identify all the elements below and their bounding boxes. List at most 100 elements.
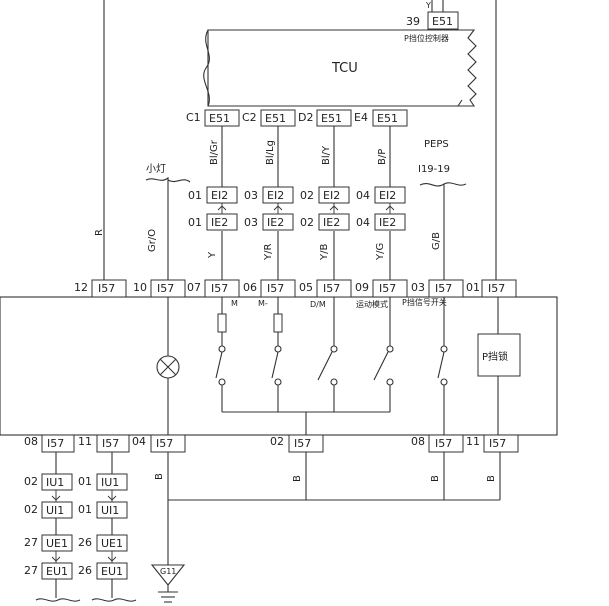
chain-conn: IU1 (46, 476, 64, 489)
wire-label: R (94, 229, 105, 236)
module-pin-box (483, 434, 519, 453)
inline-conn: IE2 (211, 216, 228, 229)
switch-label: M (231, 299, 238, 308)
tcu-module: TCU 39 E51 P挡位控制器 Y (203, 0, 477, 107)
wire-label: Y/R (263, 244, 274, 261)
tcu-pin-conn: E51 (377, 112, 398, 125)
connector-chain-left: 02 IU1 02 UI1 27 UE1 27 EU1 (24, 452, 81, 602)
module-internal-circuit: P挡锁 (156, 297, 521, 435)
switch-label: D/M (310, 300, 326, 309)
wire-label: G/B (431, 232, 442, 250)
inline-conn-box (262, 213, 294, 231)
module-pin-conn: I57 (102, 437, 119, 450)
module-pin-num: 02 (270, 435, 284, 448)
module-pin-conn: I57 (488, 282, 505, 295)
module-pin-conn: I57 (489, 437, 506, 450)
inline-pin: 04 (356, 189, 370, 202)
module-pin-num: 05 (299, 281, 313, 294)
upper-wire-labels: Bl/Gr Bl/Lg Bl/Y B/P (209, 139, 388, 165)
chain-conn: IU1 (101, 476, 119, 489)
inline-pin: 01 (188, 216, 202, 229)
connector-chain-right: 01 IU1 01 UI1 26 UE1 26 EU1 (78, 452, 137, 602)
tcu-top-wire-mark: Y (425, 1, 431, 10)
module-pin-conn: I57 (435, 282, 452, 295)
chain-pin: 01 (78, 475, 92, 488)
inline-conn: IE2 (379, 216, 396, 229)
module-pin-conn: I57 (211, 282, 228, 295)
wire-label: Y (207, 251, 218, 259)
tcu-pin-num: C2 (242, 111, 257, 124)
p-lock-box (477, 333, 521, 377)
module-pin-num: 03 (411, 281, 425, 294)
inline-pin: 02 (300, 216, 314, 229)
tcu-label: TCU (331, 61, 358, 76)
inline-conn-box (206, 213, 238, 231)
tcu-top-conn: E51 (432, 15, 453, 28)
inline-conn: EI2 (267, 189, 284, 202)
switch-label: M- (258, 299, 268, 308)
module-pin-num: 04 (132, 435, 146, 448)
chain-conn: UE1 (46, 537, 68, 550)
wire-label: Bl/Gr (209, 139, 220, 165)
inline-conn: EI2 (379, 189, 396, 202)
ground-icon (150, 564, 186, 586)
inline-pin: 02 (300, 189, 314, 202)
module-pin-box (91, 279, 127, 298)
signal-wires (221, 126, 391, 280)
wire-label: Bl/Lg (265, 140, 276, 165)
ground-label: G11 (160, 567, 176, 576)
inline-pin: 04 (356, 216, 370, 229)
module-pin-num: 12 (74, 281, 88, 294)
module-bottom-pins: 08 I57 11 I57 04 I57 02 I57 08 I57 11 I5… (24, 434, 519, 453)
switch-label: 运动模式 (356, 299, 388, 309)
chain-pin: 26 (78, 564, 92, 577)
ground-wiring: B B B B G11 (150, 452, 501, 603)
tcu-pins: C1 E51 C2 E51 D2 E51 E4 E51 (186, 109, 408, 127)
inline-conn: IE2 (267, 216, 284, 229)
module-top-pins: 12 I57 10 I57 07 I57 06 I57 05 I57 09 I5… (74, 279, 517, 298)
tcu-top-connector (427, 11, 459, 30)
inline-conn: EI2 (323, 189, 340, 202)
module-pin-conn: I57 (323, 282, 340, 295)
peps-sub-label: I19-19 (418, 164, 450, 175)
wire-label: Y/G (375, 243, 386, 261)
chain-conn: EU1 (46, 565, 68, 578)
module-pin-box (41, 434, 75, 453)
lower-wire-labels: R Gr/O Y Y/R Y/B Y/G G/B (94, 229, 442, 261)
switch-labels: M M- D/M 运动模式 P挡信号开关 (231, 297, 447, 309)
inline-pin: 01 (188, 189, 202, 202)
inline-pin: 03 (244, 216, 258, 229)
module-pin-num: 09 (355, 281, 369, 294)
inline-connectors: 01 EI2 01 IE2 03 EI2 03 IE2 02 EI2 02 IE… (188, 186, 406, 231)
chain-pin: 02 (24, 475, 38, 488)
ground-wire-label: B (486, 475, 497, 482)
tcu-top-pin: 39 (406, 15, 420, 28)
ground-wire-label: B (292, 475, 303, 482)
chain-conn: UE1 (101, 537, 123, 550)
module-pin-box (481, 279, 517, 298)
ground-wire-label: B (154, 473, 165, 480)
tcu-pin-conn: E51 (265, 112, 286, 125)
inline-conn: IE2 (323, 216, 340, 229)
inline-conn-box (318, 213, 350, 231)
chain-conn: EU1 (101, 565, 123, 578)
chain-conn-box (41, 562, 73, 580)
module-pin-conn: I57 (379, 282, 396, 295)
chain-conn-box (41, 501, 73, 519)
module-pin-num: 08 (411, 435, 425, 448)
chain-conn-box (41, 534, 73, 552)
chain-conn-box (41, 473, 73, 491)
switch-label: P挡信号开关 (402, 297, 447, 307)
tcu-top-note: P挡位控制器 (404, 33, 449, 43)
module-pin-conn: I57 (47, 437, 64, 450)
tcu-pin-num: E4 (354, 111, 368, 124)
chain-pin: 27 (24, 536, 38, 549)
module-pin-conn: I57 (98, 282, 115, 295)
wire-label: B/P (377, 149, 388, 165)
chain-pin: 01 (78, 503, 92, 516)
module-pin-conn: I57 (267, 282, 284, 295)
resistor-icon (273, 313, 283, 333)
resistor-icon (217, 313, 227, 333)
inline-conn: EI2 (211, 189, 228, 202)
